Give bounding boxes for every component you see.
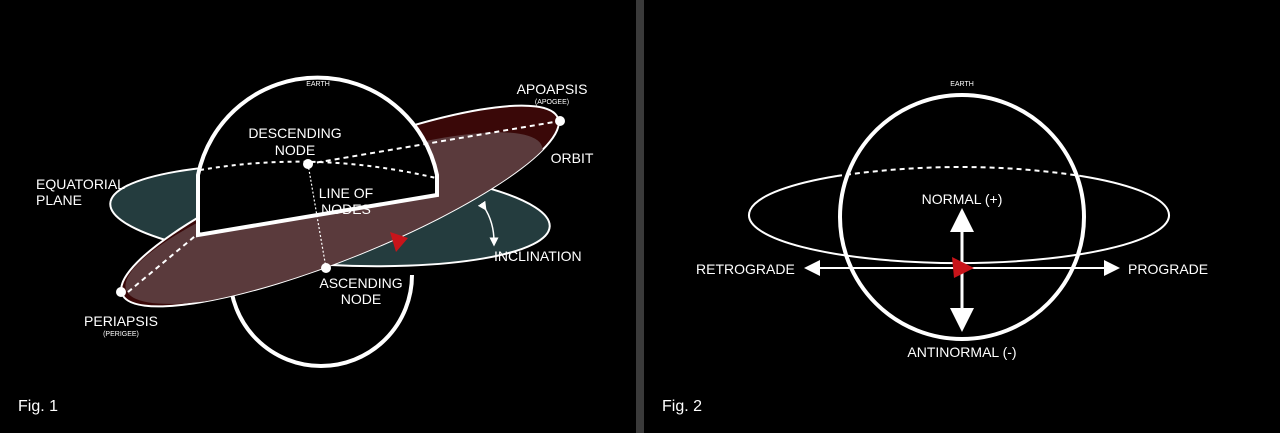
retrograde-label: RETROGRADE — [696, 261, 795, 277]
ascending-node-point — [321, 263, 331, 273]
earth-label: EARTH — [306, 81, 330, 88]
panel-divider — [636, 0, 644, 433]
earth-circle — [838, 93, 1086, 341]
apoapsis-point — [555, 116, 565, 126]
inclination-arrow — [477, 200, 499, 247]
spacecraft-marker — [390, 232, 408, 252]
line-of-nodes-label-2: NODES — [321, 201, 371, 217]
line-of-nodes — [307, 163, 327, 269]
periapsis-point — [116, 287, 126, 297]
periapsis-label: PERIAPSIS — [84, 313, 158, 329]
figure-caption: Fig. 1 — [18, 398, 59, 415]
apoapsis-label: APOAPSIS — [517, 81, 588, 97]
normal-label: NORMAL (+) — [922, 191, 1003, 207]
inclination-label: INCLINATION — [494, 248, 582, 264]
ascending-node-label: ASCENDING — [319, 275, 402, 291]
ascending-node-label-2: NODE — [341, 291, 381, 307]
orbit-far-dashed — [307, 120, 561, 165]
apogee-label: (APOGEE) — [535, 99, 569, 106]
maneuver-directions-diagram: EARTH NORMAL (+) ANTINORMAL (-) RETROGRA… — [696, 81, 1208, 360]
orbit-back-dashed — [836, 166, 1082, 177]
descending-node-label-2: NODE — [275, 142, 315, 158]
prograde-label: PROGRADE — [1128, 261, 1208, 277]
descending-node-point — [303, 159, 313, 169]
figure-2-panel: EARTH NORMAL (+) ANTINORMAL (-) RETROGRA… — [644, 0, 1280, 433]
equatorial-plane-label-2: PLANE — [36, 192, 82, 208]
antinormal-label: ANTINORMAL (-) — [907, 344, 1016, 360]
perigee-label: (PERIGEE) — [103, 331, 139, 338]
earth-label: EARTH — [950, 81, 974, 88]
orbit-hidden-dashed — [127, 231, 201, 293]
figure-1-panel: EARTH APOAPSIS (APOGEE) ORBIT DESCENDING… — [0, 0, 636, 433]
descending-node-label: DESCENDING — [248, 125, 341, 141]
spacecraft-marker — [952, 257, 974, 278]
orbit-label: ORBIT — [551, 150, 594, 166]
equatorial-plane-label: EQUATORIAL — [36, 176, 125, 192]
earth-upper-dome — [196, 75, 439, 238]
orbital-elements-diagram: EARTH APOAPSIS (APOGEE) ORBIT DESCENDING… — [36, 75, 594, 368]
earth-lower-outline — [228, 274, 414, 368]
figure-caption: Fig. 2 — [662, 398, 703, 415]
line-of-nodes-label: LINE OF — [319, 185, 373, 201]
